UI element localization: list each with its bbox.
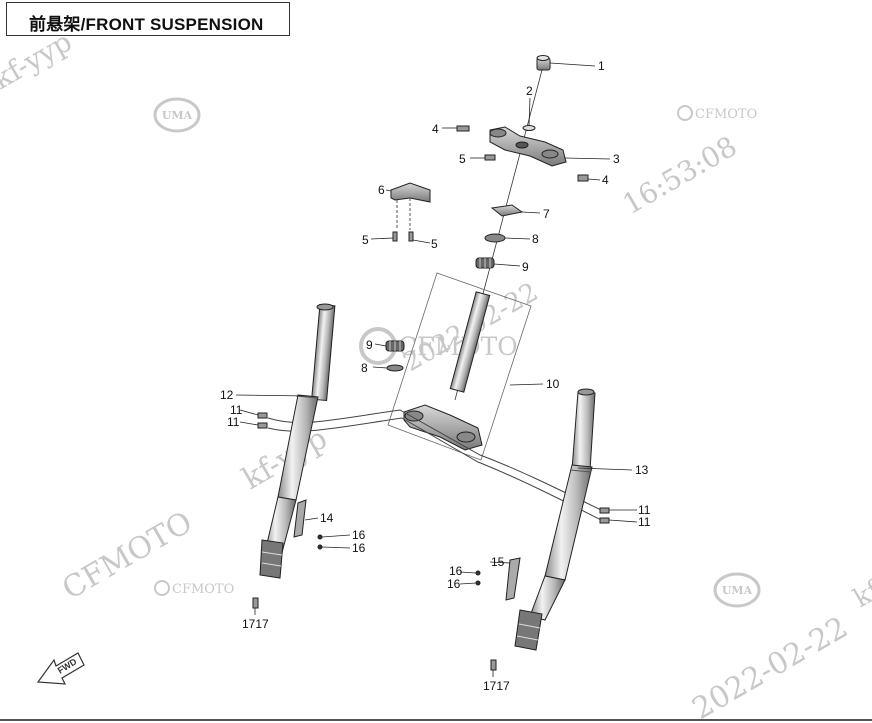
- part-16-bolt-d: [475, 580, 481, 586]
- part-5-bolt-a: [484, 154, 496, 161]
- callout-17a: 1717: [242, 617, 269, 631]
- callout-9a: 9: [522, 260, 529, 274]
- part-15-guide: [505, 557, 521, 601]
- callout-4b: 4: [602, 173, 609, 187]
- callout-8b: 8: [361, 361, 368, 375]
- part-17-bolt-b: [490, 659, 497, 671]
- callout-16b: 16: [352, 541, 366, 555]
- parts-layer: [252, 55, 610, 671]
- callout-14: 14: [320, 511, 334, 525]
- watermark-user-a: kf-yyp: [0, 25, 77, 96]
- callout-17b: 1717: [483, 679, 510, 693]
- fwd-arrow-icon: FWD: [36, 652, 85, 685]
- part-13-right-fork: [514, 388, 596, 651]
- callout-13: 13: [635, 463, 649, 477]
- callout-11d: 11: [638, 515, 651, 529]
- callout-16a: 16: [352, 528, 366, 542]
- callout-11b: 11: [227, 415, 240, 429]
- callout-4a: 4: [432, 122, 439, 136]
- cfmoto-center-logo: CFMOTO: [359, 327, 518, 365]
- watermark-user-c: kf-yyp: [849, 548, 872, 614]
- svg-text:UMA: UMA: [162, 109, 193, 122]
- svg-text:UMA: UMA: [722, 584, 753, 597]
- part-9-bearing-lower: [385, 340, 405, 352]
- part-8-seal-lower: [386, 364, 404, 372]
- cfmoto-small-logo-bottom: CFMOTO: [154, 580, 234, 597]
- callout-5b: 5: [362, 233, 369, 247]
- callout-7: 7: [543, 207, 550, 221]
- callout-11c: 11: [638, 503, 651, 517]
- uma-logo-left: UMA: [153, 97, 201, 133]
- callout-5c: 5: [431, 237, 438, 251]
- watermark-time: 16:53:08: [617, 130, 742, 221]
- callout-6: 6: [378, 183, 385, 197]
- part-1-nut: [536, 55, 551, 71]
- part-11-bolt-b: [257, 422, 268, 429]
- part-6-handlebar-clamp: [390, 182, 431, 230]
- part-9-bearing-upper: [475, 257, 495, 269]
- svg-text:CFMOTO: CFMOTO: [695, 107, 757, 122]
- part-11-bolt-a: [257, 412, 268, 419]
- svg-text:CFMOTO: CFMOTO: [398, 332, 518, 361]
- uma-logo-right: UMA: [713, 572, 761, 608]
- part-4-bolt-b: [577, 174, 589, 182]
- callout-9b: 9: [366, 338, 373, 352]
- callout-16c: 16: [449, 564, 463, 578]
- callout-3: 3: [613, 152, 620, 166]
- page-title: 前悬架/FRONT SUSPENSION: [29, 15, 264, 34]
- part-11-bolt-d: [599, 517, 610, 524]
- callout-15: 15: [491, 555, 505, 569]
- callout-1: 1: [598, 59, 605, 73]
- leader-lines: [235, 62, 638, 677]
- part-16-bolt-b: [317, 544, 323, 550]
- callout-layer: 1 2 3 4 4 5 5 5 6 7 8 8 9 9 10 12 11 11 …: [220, 59, 651, 693]
- callout-8a: 8: [532, 232, 539, 246]
- part-12-left-fork: [259, 303, 336, 579]
- watermark-date-b: 2022-02-22: [687, 610, 854, 723]
- callout-12: 12: [220, 388, 234, 402]
- callout-10: 10: [546, 377, 560, 391]
- cfmoto-small-logo-top: CFMOTO: [677, 105, 757, 122]
- part-8-seal-upper: [484, 233, 506, 243]
- part-5-bolt-b: [392, 231, 398, 242]
- part-16-bolt-a: [317, 534, 323, 540]
- callout-11a: 11: [230, 403, 243, 417]
- part-17-bolt-a: [252, 597, 259, 609]
- part-10-lower-clamp: [403, 404, 483, 451]
- callout-2: 2: [526, 84, 533, 98]
- title-box: 前悬架/FRONT SUSPENSION: [6, 2, 290, 36]
- part-3-upper-clamp: [489, 126, 567, 167]
- part-11-bolt-c: [599, 507, 610, 514]
- callout-16d: 16: [447, 577, 461, 591]
- svg-text:CFMOTO: CFMOTO: [172, 582, 234, 597]
- part-14-guide: [293, 499, 307, 538]
- part-2-washer: [522, 125, 536, 131]
- part-4-bolt-a: [456, 125, 470, 132]
- part-10-group-box: [387, 272, 532, 461]
- part-7-dust-cover: [490, 204, 524, 217]
- part-5-bolt-c: [408, 231, 414, 242]
- part-10-stem-shaft: [449, 291, 491, 393]
- part-16-bolt-c: [475, 570, 481, 576]
- callout-5a: 5: [459, 152, 466, 166]
- bottom-border: [0, 719, 872, 721]
